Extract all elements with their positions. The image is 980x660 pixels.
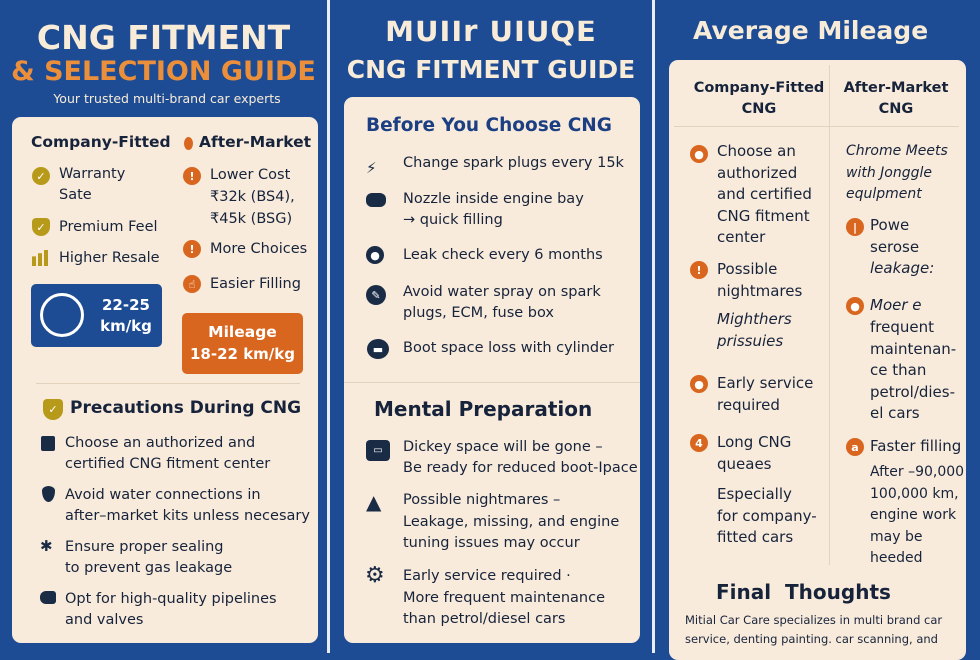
final-thoughts-heading: Final Thoughts <box>716 580 891 604</box>
shield-check-icon: ✓ <box>43 399 63 420</box>
aftermarket-mileage-value: 18-22 km/kg <box>190 345 295 363</box>
aftermarket-item: Easier Filling <box>210 276 301 292</box>
col1-item-sub: Mighthers prissuies <box>717 310 792 350</box>
alert-icon: ! <box>690 261 708 279</box>
precautions-heading: Precautions During CNG <box>70 398 302 418</box>
alert-icon: | <box>846 218 864 236</box>
left-card: Company-Fitted ✓ Warranty Sate ✓ Premium… <box>12 117 318 643</box>
gear-icon: ⚙ <box>365 563 385 588</box>
before-item: Boot space loss with cylinder <box>403 340 615 356</box>
panel-separator <box>652 0 655 653</box>
after-market-heading: After-Market <box>199 133 312 151</box>
before-item: Change spark plugs every 15k <box>403 155 624 171</box>
aftermarket-mileage-box: Mileage 18-22 km/kg <box>182 313 303 374</box>
panel-separator <box>327 0 330 653</box>
final-thoughts-text: Mitial Car Care specializes in multi bra… <box>685 613 943 646</box>
left-subtitle: Your trusted multi-brand car experts <box>53 91 281 106</box>
left-title-line2: & SELECTION GUIDE <box>11 56 316 87</box>
warning-icon: ▲ <box>366 490 382 514</box>
left-title-line1: CNG FITMENT <box>36 18 291 57</box>
before-item: Avoid water spray on spark plugs, ECM, f… <box>403 284 601 321</box>
pipeline-icon <box>40 591 56 604</box>
right-panel: Average Mileage Company-Fitted CNG After… <box>655 0 980 660</box>
speedometer-icon <box>40 293 84 337</box>
col2-item-sub: leakage: <box>870 259 935 277</box>
mental-heading: Mental Preparation <box>374 397 593 421</box>
col1-item: Choose an authorized and certified CNG f… <box>717 142 812 246</box>
water-spray-icon: ✎ <box>366 285 386 305</box>
middle-card: Before You Choose CNG ⚡ Change spark plu… <box>344 97 640 643</box>
badge-icon: ● <box>846 297 864 315</box>
aftermarket-item: More Choices <box>210 241 308 257</box>
right-card: Company-Fitted CNG After-Market CNG ● Ch… <box>669 60 966 660</box>
company-item: Warranty Sate <box>59 166 126 203</box>
mental-item: Possible nightmares – Leakage, missing, … <box>403 492 620 551</box>
building-icon <box>41 436 55 451</box>
alert-icon: ! <box>183 167 201 185</box>
before-item: Nozzle inside engine bay → quick filling <box>403 191 584 228</box>
col2-item: Faster filling <box>870 437 962 455</box>
water-drop-icon <box>42 486 55 502</box>
check-badge-icon: ✓ <box>32 167 50 185</box>
col1-item: Possible nightmares <box>717 260 803 300</box>
middle-title-line2: CNG FITMENT GUIDE <box>346 55 636 84</box>
col2-intro: Chrome Meets with Jonggle equlpment <box>846 143 948 202</box>
col1-item-sub: Especially for company- fitted cars <box>717 485 817 546</box>
precaution-item: Ensure proper sealing to prevent gas lea… <box>65 539 233 576</box>
col1-item: Long CNG queaes <box>717 433 792 473</box>
right-title: Average Mileage <box>693 16 929 45</box>
col2-item-sub: frequent maintenan- ce than petrol/dies-… <box>870 318 957 422</box>
company-fitted-heading: Company-Fitted <box>31 133 171 151</box>
company-item: Higher Resale <box>59 250 160 266</box>
divider <box>36 383 300 384</box>
mental-item: Early service required · More frequent m… <box>403 568 606 627</box>
col1-heading: Company-Fitted CNG <box>693 80 825 117</box>
nozzle-icon <box>366 193 386 207</box>
shield-check-icon: ✓ <box>32 218 50 236</box>
letter-badge: a <box>846 438 864 456</box>
hand-icon: ☝ <box>183 275 201 293</box>
orange-dot-icon <box>184 137 193 150</box>
company-mileage-value: 22-25 <box>102 296 150 314</box>
bar-chart-icon <box>32 250 48 266</box>
aftermarket-item: Lower Cost ₹32k (BS4), ₹45k (BSG) <box>210 167 295 227</box>
col2-item: Powe serose <box>870 216 920 256</box>
left-panel: CNG FITMENT & SELECTION GUIDE Your trust… <box>0 0 327 653</box>
car-icon: ▭ <box>366 440 390 461</box>
info-icon: ! <box>183 240 201 258</box>
company-mileage-unit: km/kg <box>100 317 152 335</box>
middle-panel: MUIIr UIUQE CNG FITMENT GUIDE Before You… <box>330 0 652 653</box>
cylinder-icon: ▬ <box>367 339 389 359</box>
col2-item: Moer e <box>870 296 922 314</box>
divider <box>344 382 640 383</box>
precaution-item: Avoid water connections in after–market … <box>65 487 310 524</box>
company-item: Premium Feel <box>59 219 158 235</box>
col1-item: Early service required <box>717 374 814 414</box>
leak-check-icon: ● <box>366 246 384 264</box>
col2-item-sub: After –90,000 100,000 km, engine work ma… <box>870 464 965 566</box>
before-item: Leak check every 6 months <box>403 247 603 263</box>
aftermarket-mileage-label: Mileage <box>208 323 277 341</box>
hand-icon: ● <box>690 145 708 163</box>
before-heading: Before You Choose CNG <box>366 115 612 136</box>
worker-icon: ✱ <box>40 537 53 555</box>
precaution-item: Opt for high-quality pipelines and valve… <box>65 591 277 628</box>
precaution-item: Choose an authorized and certified CNG f… <box>65 435 271 472</box>
spark-plug-icon: ⚡ <box>366 159 377 177</box>
number-badge: 4 <box>690 434 708 452</box>
company-mileage-box: 22-25 km/kg <box>31 284 162 347</box>
column-divider <box>829 65 830 565</box>
middle-title-line1: MUIIr UIUQE <box>385 14 597 48</box>
mental-item: Dickey space will be gone – Be ready for… <box>403 439 638 476</box>
col2-heading: After-Market CNG <box>843 80 949 117</box>
wrench-icon: ● <box>690 375 708 393</box>
divider <box>674 126 959 127</box>
